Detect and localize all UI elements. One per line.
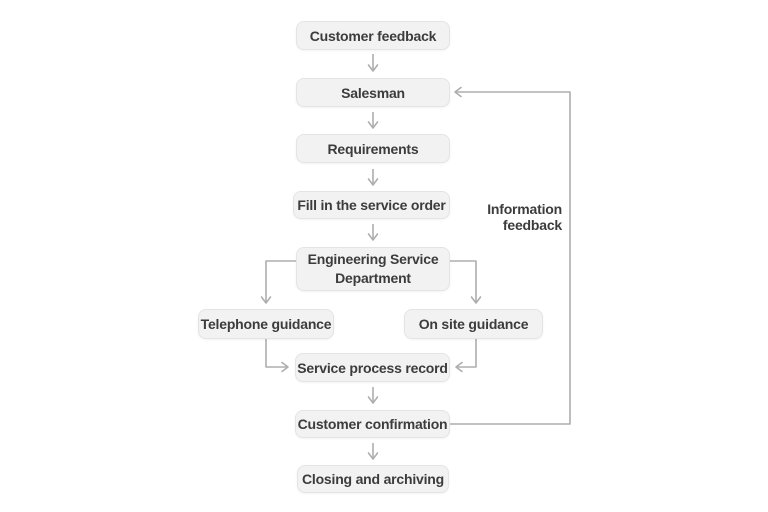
arrow-engineering-to-telephone-guidance — [260, 260, 296, 304]
node-telephone-guidance: Telephone guidance — [198, 309, 334, 339]
node-customer-feedback: Customer feedback — [296, 21, 450, 50]
arrow-on-site-guidance-to-record — [455, 339, 477, 373]
node-engineering-service-department: Engineering Service Department — [296, 247, 450, 291]
node-service-process-record: Service process record — [295, 353, 450, 382]
node-customer-confirmation: Customer confirmation — [295, 410, 450, 438]
node-on-site-guidance: On site guidance — [404, 309, 543, 339]
node-closing-and-archiving: Closing and archiving — [297, 465, 449, 493]
arrow-information-feedback-loop — [450, 86, 571, 425]
arrow-engineering-to-on-site-guidance — [450, 260, 482, 304]
label-information-feedback-line1: Information — [487, 201, 562, 217]
node-requirements: Requirements — [296, 134, 450, 163]
node-fill-in-the-service-order: Fill in the service order — [293, 191, 450, 219]
label-information-feedback: Information feedback — [487, 201, 562, 233]
arrow-telephone-guidance-to-record — [265, 339, 289, 373]
label-information-feedback-line2: feedback — [502, 217, 562, 233]
node-salesman: Salesman — [296, 78, 450, 107]
